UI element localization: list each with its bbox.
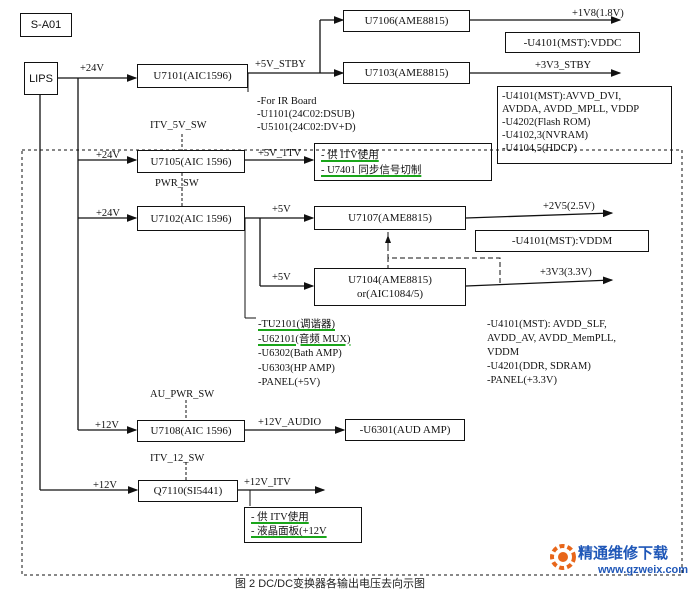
note-line: -PANEL(+5V) <box>258 377 321 388</box>
label-au-pwr-sw: AU_PWR_SW <box>150 389 215 400</box>
note-3v3-loads: -U4101(MST): AVDD_SLF, AVDD_AV, AVDD_Mem… <box>487 318 616 388</box>
rail-label-12v-audio: +12V_AUDIO <box>258 417 322 428</box>
note-itv12-loads: - 供 ITV使用 - 液晶面板(+12V <box>244 507 362 543</box>
note-line: -U62101(音频 MUX) <box>258 333 351 345</box>
u4101-vddc-box: -U4101(MST):VDDC <box>505 32 640 53</box>
rail-label-12v-u7108: +12V <box>95 420 120 431</box>
note-line: -U4102,3(NVRAM) <box>502 130 589 141</box>
note-stby-loads: -U4101(MST):AVVD_DVI, AVDDA, AVDD_MPLL, … <box>497 86 672 164</box>
u7101-box: U7101(AIC1596) <box>137 64 248 88</box>
watermark-brand: 精通维修下载 <box>578 544 669 562</box>
rail-label-5v-a: +5V <box>272 204 291 215</box>
note-line: -U4104,5(HDCP) <box>502 143 577 154</box>
note-line: - 供 ITV使用 <box>321 150 379 161</box>
u7108-box: U7108(AIC 1596) <box>137 420 245 442</box>
gear-logo-icon <box>550 544 576 570</box>
note-line: -U5101(24C02:DV+D) <box>257 122 356 133</box>
label-itv-5v-sw: ITV_5V_SW <box>150 120 207 131</box>
u7107-box: U7107(AME8815) <box>314 206 466 230</box>
u6301-box: -U6301(AUD AMP) <box>345 419 465 441</box>
note-line: -U6303(HP AMP) <box>258 362 335 374</box>
rail-label-12v-q7110: +12V <box>93 480 118 491</box>
note-line: -U4202(Flash ROM) <box>502 117 591 128</box>
note-ir-board: -For IR Board -U1101(24C02:DSUB) -U5101(… <box>257 95 356 134</box>
rail-label-5v-1tv: +5V_1TV <box>258 148 302 159</box>
note-line: -U6302(Bath AMP) <box>258 348 342 359</box>
label-pwr-sw: PWR_SW <box>155 178 199 189</box>
note-line: -U4101(MST): AVDD_SLF, <box>487 319 607 330</box>
rail-label-24v-u7102: +24V <box>96 208 121 219</box>
rail-label-12v-itv: +12V_ITV <box>244 477 291 488</box>
note-audio-5v-loads: -TU2101(调谐器) -U62101(音频 MUX) -U6302(Bath… <box>258 318 350 391</box>
note-line: AVDDA, AVDD_MPLL, VDDP <box>502 104 640 115</box>
note-line: - U7401 同步信号切制 <box>321 165 422 176</box>
note-itv5-loads: - 供 ITV使用 - U7401 同步信号切制 <box>314 143 492 181</box>
note-line: -U4201(DDR, SDRAM) <box>487 361 591 372</box>
u4101-vddm-box: -U4101(MST):VDDM <box>475 230 649 252</box>
rail-label-24v-u7105: +24V <box>96 150 121 161</box>
note-line: - 液晶面板(+12V <box>251 526 327 537</box>
note-line: AVDD_AV, AVDD_MemPLL, <box>487 333 617 344</box>
note-line: -PANEL(+3.3V) <box>487 375 557 386</box>
u7104-line1: U7104(AME8815) <box>348 274 432 286</box>
u7103-box: U7103(AME8815) <box>343 62 470 84</box>
watermark-logo: 精通维修下载 www.gzweix.com <box>548 540 688 580</box>
diagram-id: S-A01 <box>20 13 72 37</box>
note-line: -U4101(MST):AVVD_DVI, <box>502 91 622 102</box>
u7105-box: U7105(AIC 1596) <box>137 150 245 173</box>
watermark-url: www.gzweix.com <box>598 564 689 576</box>
note-line: - 供 ITV使用 <box>251 512 309 523</box>
q7110-box: Q7110(SI5441) <box>138 480 238 502</box>
rail-label-3v3: +3V3(3.3V) <box>540 267 592 278</box>
u7106-box: U7106(AME8815) <box>343 10 470 32</box>
note-line: VDDM <box>487 347 520 358</box>
lips-box: LIPS <box>24 62 58 95</box>
rail-label-5v-b: +5V <box>272 272 291 283</box>
u7104-box: U7104(AME8815) or(AIC1084/5) <box>314 268 466 306</box>
u7104-line2: or(AIC1084/5) <box>357 288 423 300</box>
u7102-box: U7102(AIC 1596) <box>137 206 245 231</box>
label-itv-12-sw: ITV_12_SW <box>150 453 205 464</box>
note-line: -For IR Board <box>257 96 317 107</box>
figure-caption: 图 2 DC/DC变换器各输出电压去向示图 <box>235 578 426 590</box>
note-line: -TU2101(调谐器) <box>258 319 335 330</box>
rail-label-1v8: +1V8(1.8V) <box>572 8 624 19</box>
rail-label-5v-stby: +5V_STBY <box>255 59 306 70</box>
rail-label-24v-top: +24V <box>80 63 105 74</box>
note-line: -U1101(24C02:DSUB) <box>257 109 355 120</box>
rail-label-3v3-stby: +3V3_STBY <box>535 60 592 71</box>
rail-label-2v5: +2V5(2.5V) <box>543 201 595 212</box>
